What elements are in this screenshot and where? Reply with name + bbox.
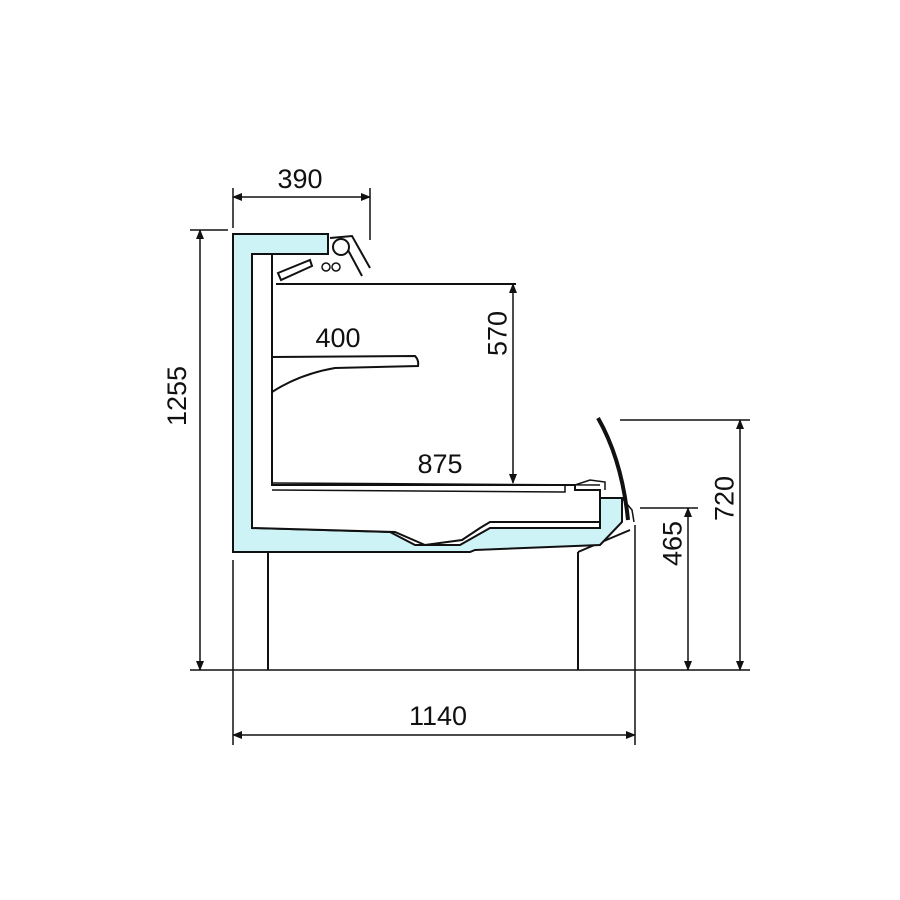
dim-label-720: 720	[709, 476, 739, 521]
dim-label-1140: 1140	[409, 701, 467, 731]
dim-label-875: 875	[417, 449, 462, 479]
dim-label-570: 570	[482, 311, 512, 356]
dim-label-400: 400	[315, 323, 360, 353]
dim-label-465: 465	[657, 521, 687, 566]
dimension-390: 390	[232, 164, 371, 240]
dimension-465: 465	[640, 507, 698, 671]
dimension-1255: 1255	[162, 229, 228, 671]
back-wall	[251, 253, 601, 547]
front-glass	[596, 417, 630, 521]
dim-label-1255: 1255	[162, 366, 192, 426]
dim-label-390: 390	[277, 164, 322, 194]
canopy-light	[276, 234, 516, 285]
upper-shelf	[271, 354, 420, 393]
dimension-1140: 1140	[232, 525, 636, 745]
glass-hinge	[621, 497, 635, 523]
dimension-570: 570	[482, 283, 517, 484]
deck-shelf	[271, 479, 606, 493]
dimension-720: 720	[620, 419, 750, 671]
